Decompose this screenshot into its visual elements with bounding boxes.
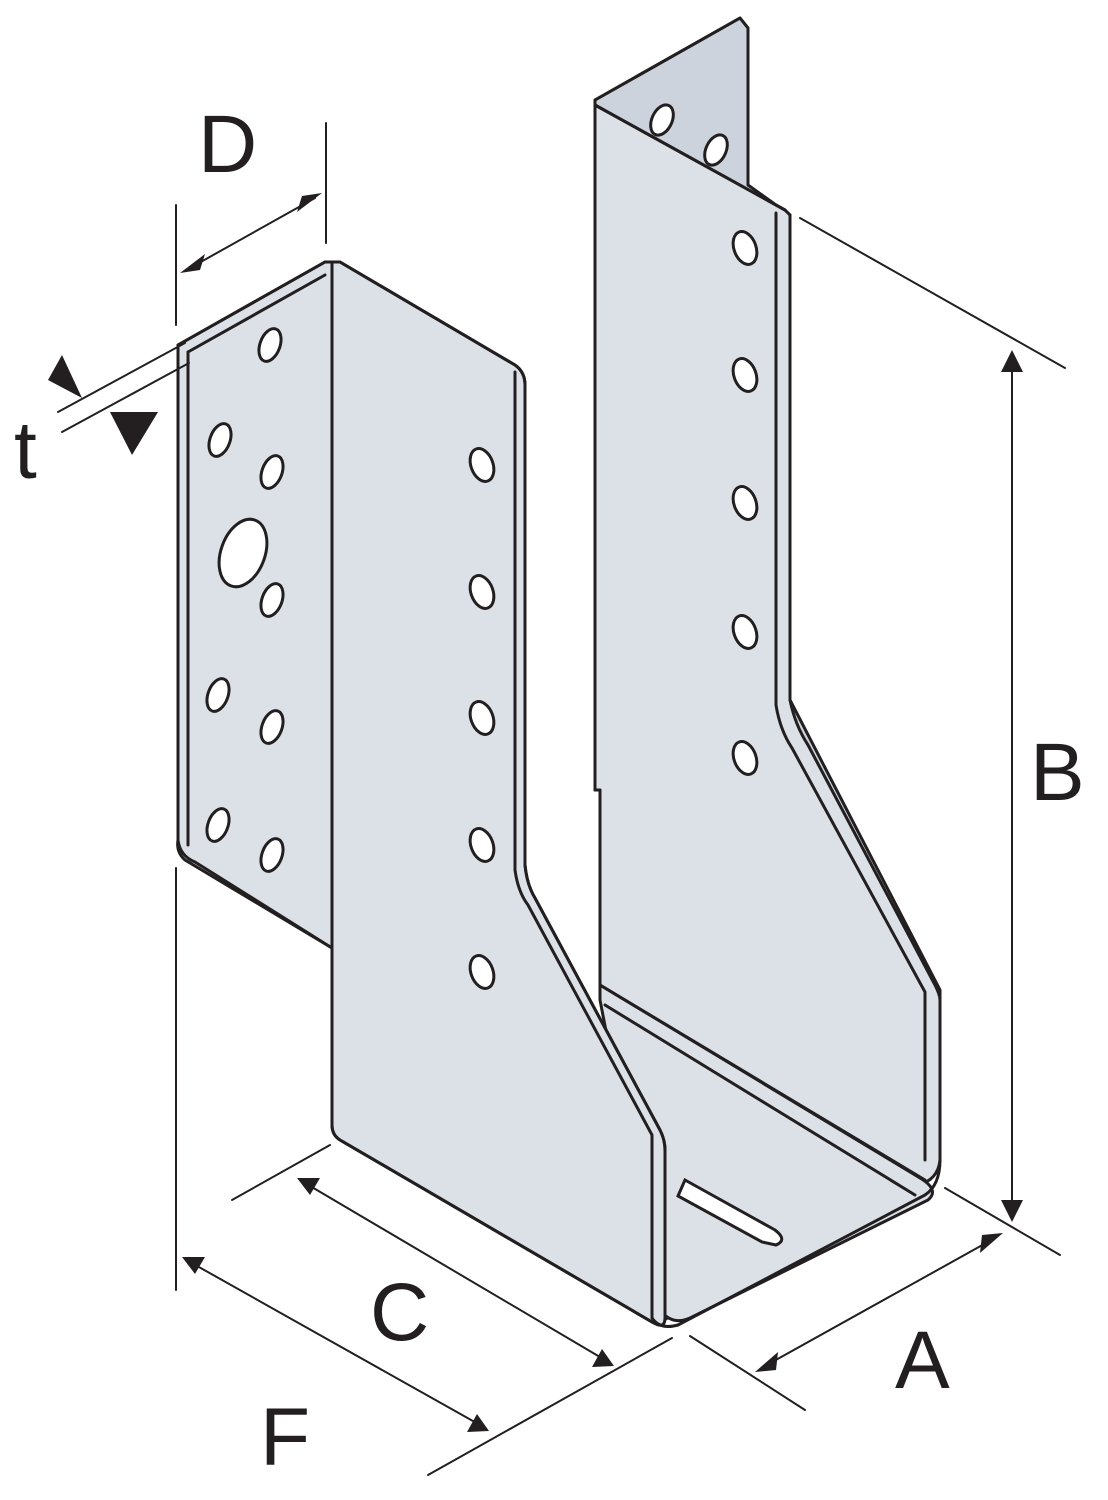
front-side-plate	[323, 260, 680, 1328]
dimension-b	[799, 217, 1066, 1256]
front-flange	[176, 260, 334, 950]
label-t: t	[14, 405, 37, 496]
dimension-t	[48, 342, 190, 455]
label-d: D	[198, 99, 257, 190]
dimension-a	[689, 1233, 1003, 1411]
dimension-d	[175, 122, 327, 326]
label-a: A	[895, 1315, 950, 1406]
label-c: C	[370, 1267, 429, 1358]
dimension-c	[231, 1144, 673, 1476]
back-side-plate	[593, 16, 942, 1324]
label-f: F	[260, 1392, 310, 1483]
bottom-seat-plate	[598, 983, 942, 1327]
flange-holes	[205, 327, 285, 873]
front-plate-holes	[468, 447, 496, 990]
back-plate-holes	[649, 103, 759, 776]
label-b: B	[1030, 727, 1085, 818]
dimension-f	[175, 867, 489, 1432]
